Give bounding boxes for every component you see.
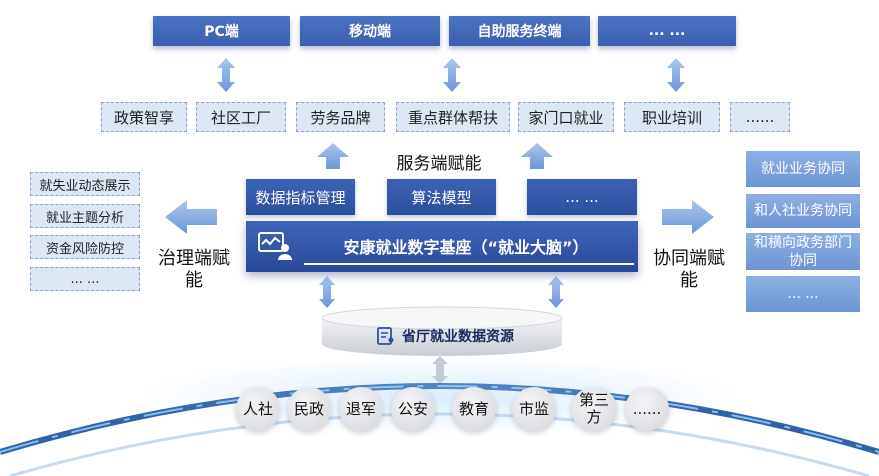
governance-label: 治理端赋能 [158, 248, 230, 291]
double-arrow-icon [319, 276, 564, 308]
core-platform-banner: 安康就业数字基座（“就业大脑”） [246, 221, 638, 272]
service-doorstep-jobs: 家门口就业 [518, 102, 614, 132]
gov-item-more: ... ... [30, 267, 140, 291]
terminal-pc: PC端 [153, 16, 290, 46]
dashboard-person-icon [258, 232, 292, 260]
cooperation-label: 协同端赋能 [653, 248, 725, 291]
source-civil-affairs: 民政 [287, 387, 331, 431]
gov-item-employment-dashboard: 就失业动态展示 [30, 172, 140, 196]
data-resource-text: 省厅就业数据资源 [402, 329, 514, 345]
core-title: 安康就业数字基座（“就业大脑”） [343, 238, 589, 257]
document-person-icon [377, 327, 394, 345]
coop-item-business: 就业业务协同 [746, 151, 860, 187]
coop-item-hrss: 和人社业务协同 [746, 194, 860, 228]
tool-algorithm: 算法模型 [387, 179, 496, 215]
terminal-more: ... ... [598, 16, 736, 46]
double-arrow-icon [217, 58, 685, 92]
gov-item-fund-risk: 资金风险防控 [30, 235, 140, 259]
source-police: 公安 [391, 387, 435, 431]
tool-metrics: 数据指标管理 [246, 179, 355, 215]
service-training: 职业培训 [624, 102, 720, 132]
source-third-party: 第三方 [571, 387, 617, 431]
source-market-regulation: 市监 [512, 387, 556, 431]
data-resource-label: 省厅就业数据资源 [360, 324, 530, 348]
coop-item-gov-depts: 和横向政务部门协同 [746, 233, 860, 270]
service-label: 服务端赋能 [396, 154, 482, 174]
service-labor-brand: 劳务品牌 [296, 102, 385, 132]
source-veterans: 退军 [339, 387, 383, 431]
terminal-mobile: 移动端 [300, 16, 440, 46]
up-arrow-icon [317, 143, 553, 169]
coop-item-more: ... ... [746, 276, 860, 312]
tool-more: ... ... [527, 179, 637, 215]
service-key-groups: 重点群体帮扶 [396, 102, 510, 132]
foundation-arc [0, 356, 879, 476]
left-arrow-icon [165, 200, 217, 234]
source-more: ...... [625, 387, 669, 431]
terminal-kiosk: 自助服务终端 [449, 16, 590, 46]
source-education: 教育 [452, 387, 496, 431]
source-hrss: 人社 [236, 387, 280, 431]
right-arrow-icon [662, 200, 714, 234]
service-community-factory: 社区工厂 [196, 102, 286, 132]
service-policy: 政策智享 [101, 102, 187, 132]
service-more: ...... [730, 102, 790, 132]
divider [304, 263, 634, 265]
gov-item-topic-analysis: 就业主题分析 [30, 204, 140, 228]
